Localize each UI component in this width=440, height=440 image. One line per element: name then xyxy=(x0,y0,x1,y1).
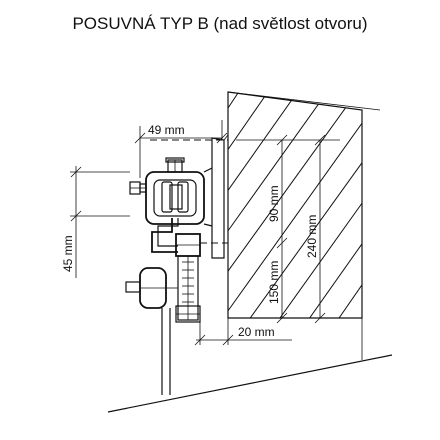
door-stopper xyxy=(125,267,178,309)
dimension-150-label: 150 mm xyxy=(267,261,281,304)
dimension-150: 150 mm xyxy=(267,243,288,324)
dimension-90: 90 mm xyxy=(267,134,288,249)
hanger-bolt xyxy=(175,233,201,323)
diagram-title: POSUVNÁ TYP B (nad světlost otvoru) xyxy=(72,14,368,33)
dimension-90-label: 90 mm xyxy=(267,185,281,222)
wall-lintel xyxy=(227,91,381,360)
dimension-49: 49 mm xyxy=(134,120,228,178)
carriage-wheels xyxy=(161,181,189,213)
dimension-20-label: 20 mm xyxy=(238,325,275,339)
running-rail xyxy=(145,167,213,227)
floor-line xyxy=(107,354,393,413)
mounting-bracket xyxy=(211,134,229,259)
dimension-240: 240 mm xyxy=(305,134,326,324)
dimension-240-label: 240 mm xyxy=(305,215,319,258)
side-screw xyxy=(129,181,147,195)
dimension-20: 20 mm xyxy=(194,318,292,346)
dimension-45: 45 mm xyxy=(61,166,130,278)
dimension-49-label: 49 mm xyxy=(148,123,185,137)
hanger-bracket xyxy=(151,218,179,253)
dimension-45-label: 45 mm xyxy=(61,235,75,272)
top-screw xyxy=(165,157,185,173)
door-leaf xyxy=(161,308,171,395)
wall-hatching xyxy=(228,92,362,318)
